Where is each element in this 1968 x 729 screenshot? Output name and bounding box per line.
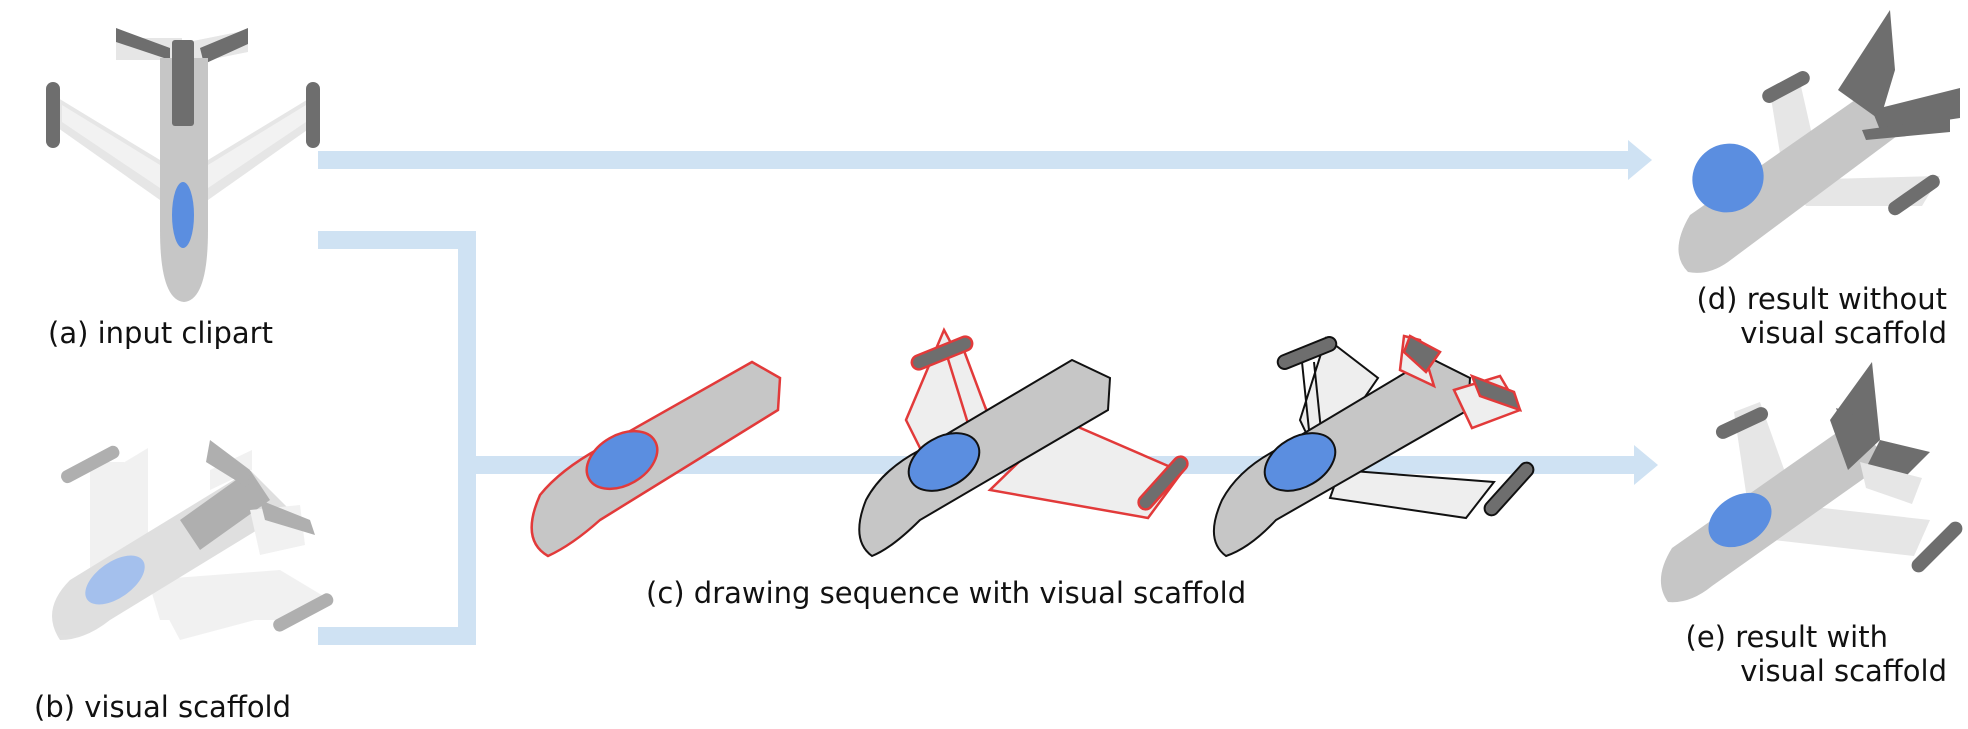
connector-lower-branch xyxy=(318,627,476,645)
caption-result-without-line2: visual scaffold xyxy=(1740,316,1947,350)
caption-input-clipart: (a) input clipart xyxy=(48,316,273,350)
result-without-scaffold-plane xyxy=(1678,10,1960,273)
sequence-step-3 xyxy=(1212,334,1535,558)
sequence-step-1 xyxy=(530,360,782,558)
visual-scaffold-plane xyxy=(52,440,334,640)
connector-vertical xyxy=(458,231,476,645)
caption-drawing-sequence: (c) drawing sequence with visual scaffol… xyxy=(646,576,1247,610)
arrow-top-shaft xyxy=(318,151,1630,169)
caption-visual-scaffold: (b) visual scaffold xyxy=(34,690,292,724)
result-with-scaffold-plane xyxy=(1660,362,1963,603)
sequence-step-2 xyxy=(858,327,1189,558)
cockpit-icon xyxy=(172,182,194,248)
caption-result-without-line1: (d) result without xyxy=(1696,282,1947,316)
arrow-mid-head xyxy=(1634,445,1658,485)
caption-result-with-line2: visual scaffold xyxy=(1740,654,1947,688)
caption-result-with-line1: (e) result with xyxy=(1685,620,1888,654)
input-clipart-plane xyxy=(46,28,320,302)
arrow-top-head xyxy=(1628,140,1652,180)
connector-upper-branch xyxy=(318,231,476,249)
